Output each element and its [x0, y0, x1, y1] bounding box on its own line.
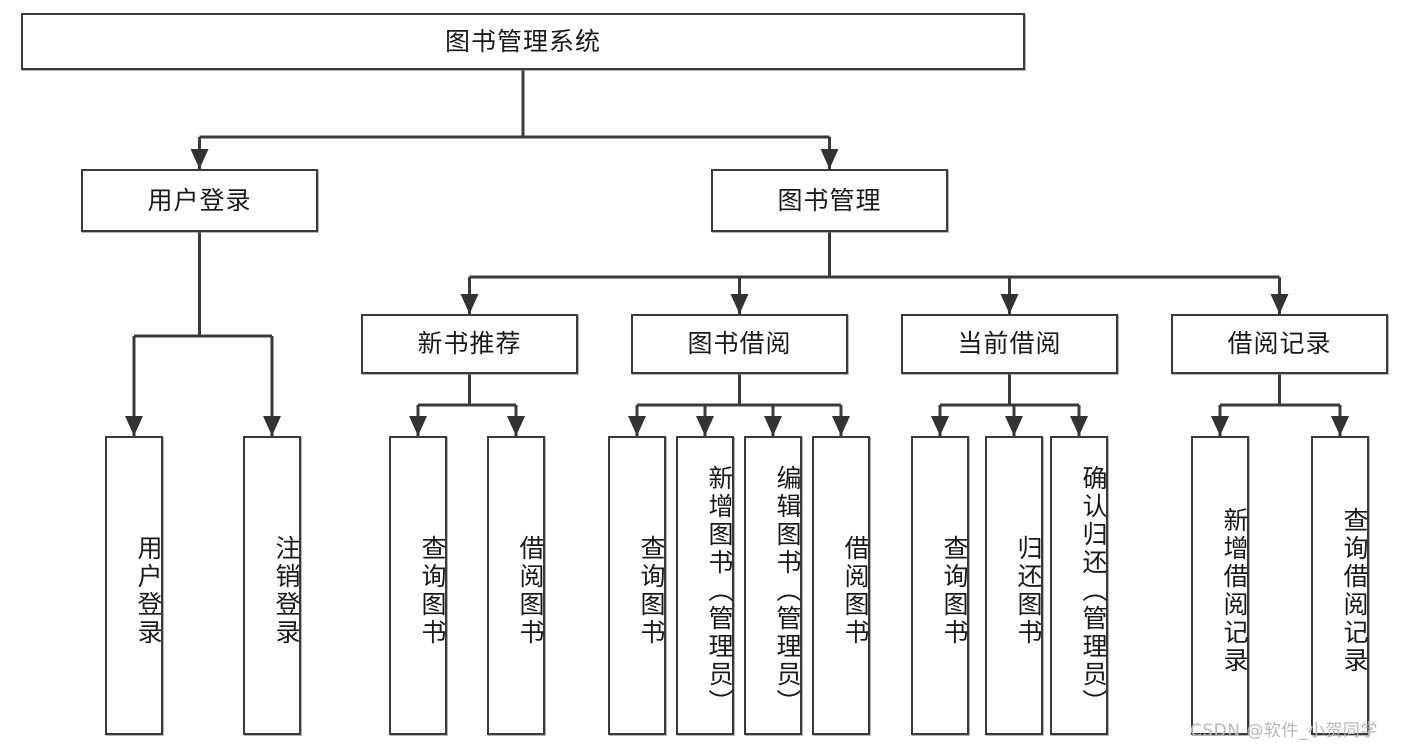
arrowhead: [1270, 294, 1289, 314]
node-label: 借阅记录: [1227, 329, 1332, 359]
arrowhead: [1331, 416, 1349, 436]
node-book-borrow[interactable]: 图书借阅: [631, 314, 848, 374]
node-label: 借阅图书: [516, 534, 545, 647]
arrowhead: [696, 416, 714, 436]
node-leaf-add-record[interactable]: 新增借阅记录: [1191, 436, 1249, 735]
node-leaf-query-record[interactable]: 查询借阅记录: [1311, 436, 1369, 735]
node-leaf-query-book-2[interactable]: 查询图书: [608, 436, 666, 735]
node-root[interactable]: 图书管理系统: [21, 13, 1025, 70]
node-leaf-query-book-1[interactable]: 查询图书: [389, 436, 447, 735]
node-label: 查询图书: [637, 534, 666, 647]
arrowhead: [190, 149, 209, 169]
node-label: 借阅图书: [841, 534, 870, 647]
node-leaf-borrow-book-1[interactable]: 借阅图书: [487, 436, 545, 735]
node-leaf-return-book[interactable]: 归还图书: [985, 436, 1043, 735]
arrowhead: [730, 294, 749, 314]
node-borrow-record[interactable]: 借阅记录: [1171, 314, 1388, 374]
node-label: 新书推荐: [417, 329, 522, 359]
node-label: 归还图书: [1014, 534, 1043, 647]
node-label: 图书管理系统: [444, 26, 601, 56]
node-leaf-query-book-3[interactable]: 查询图书: [911, 436, 969, 735]
node-label: 查询借阅记录: [1340, 506, 1369, 675]
node-leaf-edit-book[interactable]: 编辑图书（管理员）: [744, 436, 802, 735]
arrowhead: [931, 416, 949, 436]
node-label: 新增图书（管理员）: [705, 464, 734, 717]
node-user-login[interactable]: 用户登录: [81, 169, 318, 232]
arrowhead: [628, 416, 646, 436]
node-leaf-add-book[interactable]: 新增图书（管理员）: [676, 436, 734, 735]
arrowhead: [507, 416, 525, 436]
arrowhead: [1070, 416, 1088, 436]
node-leaf-borrow-book-2[interactable]: 借阅图书: [812, 436, 870, 735]
arrowhead: [1005, 416, 1023, 436]
node-label: 当前借阅: [957, 329, 1062, 359]
node-label: 图书借阅: [687, 329, 792, 359]
node-label: 查询图书: [940, 534, 969, 647]
arrowhead: [460, 294, 479, 314]
arrowhead: [1211, 416, 1229, 436]
arrowhead: [1000, 294, 1019, 314]
arrowhead: [832, 416, 850, 436]
node-current-borrow[interactable]: 当前借阅: [901, 314, 1118, 374]
arrowhead: [125, 416, 143, 436]
node-label: 查询图书: [418, 534, 447, 647]
node-label: 图书管理: [777, 185, 882, 215]
node-book-manage[interactable]: 图书管理: [711, 169, 948, 232]
arrowhead: [820, 149, 839, 169]
node-leaf-user-login[interactable]: 用户登录: [105, 436, 163, 735]
node-new-book-rec[interactable]: 新书推荐: [361, 314, 578, 374]
arrowhead: [764, 416, 782, 436]
node-leaf-user-logout[interactable]: 注销登录: [243, 436, 301, 735]
node-label: 注销登录: [272, 534, 301, 647]
arrowhead: [263, 416, 281, 436]
watermark: CSDN @软件_小贺同学: [1190, 721, 1378, 741]
node-label: 编辑图书（管理员）: [773, 464, 802, 717]
node-label: 新增借阅记录: [1220, 506, 1249, 675]
node-leaf-confirm-return[interactable]: 确认归还（管理员）: [1050, 436, 1108, 735]
node-label: 用户登录: [134, 534, 163, 647]
arrowhead: [409, 416, 427, 436]
node-label: 确认归还（管理员）: [1079, 464, 1108, 717]
node-label: 用户登录: [147, 185, 252, 215]
